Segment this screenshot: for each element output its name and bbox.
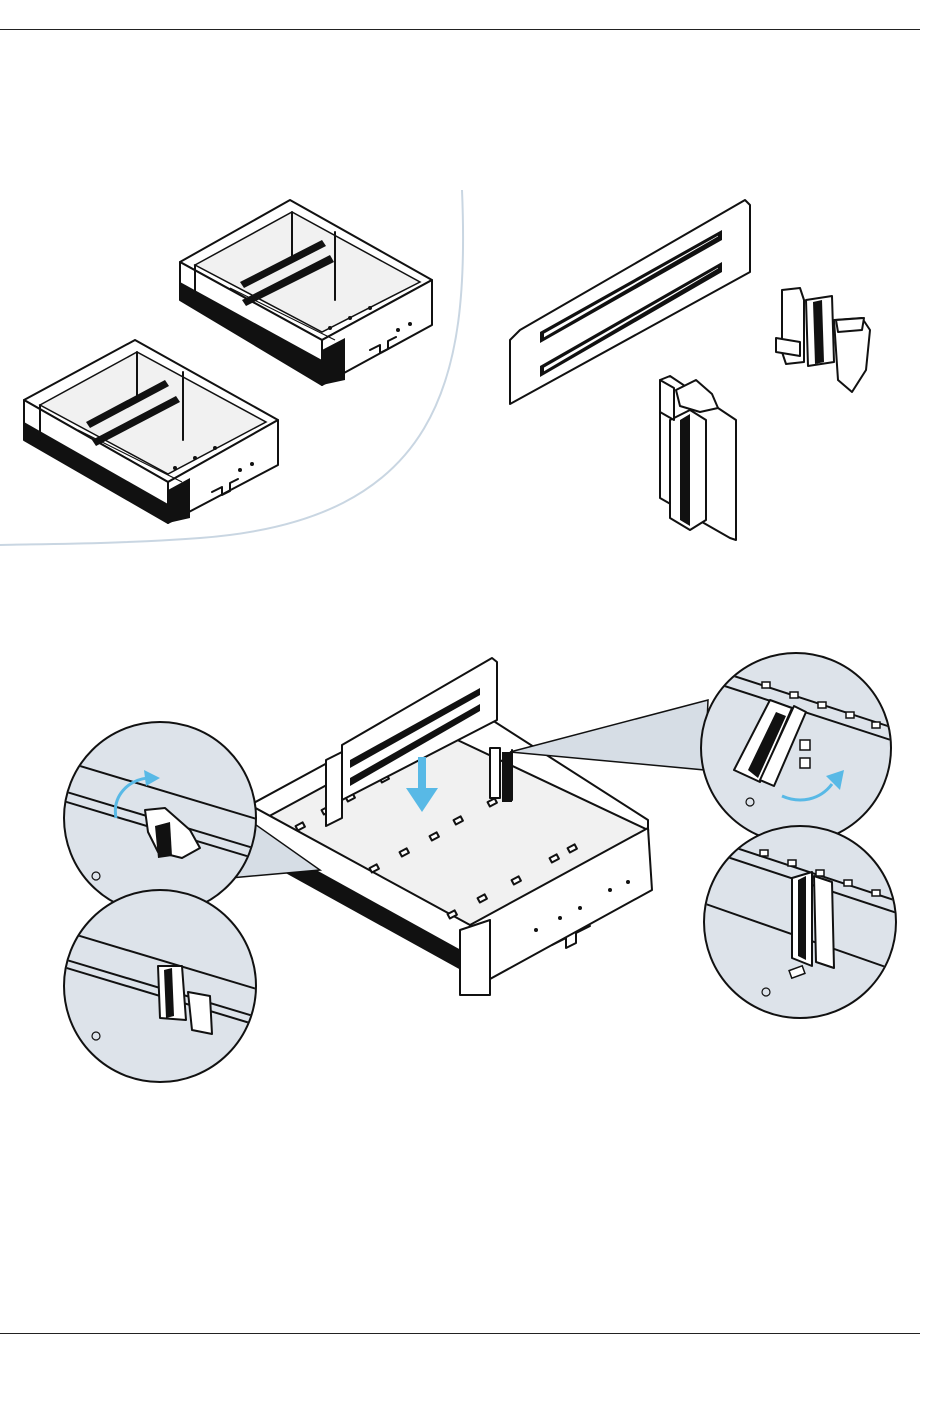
vertical-connector-illustration — [660, 376, 736, 540]
assembly-illustration — [250, 658, 652, 995]
detail-lens-connector-locked — [700, 826, 900, 1018]
divider-panel-illustration — [510, 200, 750, 404]
divider-clip-illustration — [776, 288, 870, 392]
back-wall-connector — [490, 748, 512, 802]
drawer-pair-illustration — [24, 200, 432, 523]
detail-lens-connector-rotate — [700, 653, 900, 843]
detail-lens-clip-rotate — [60, 722, 260, 914]
drawer-front — [24, 340, 278, 523]
detail-lens-clip-locked — [60, 890, 260, 1082]
drawer-back — [180, 200, 432, 385]
footer-rule — [0, 1333, 920, 1334]
